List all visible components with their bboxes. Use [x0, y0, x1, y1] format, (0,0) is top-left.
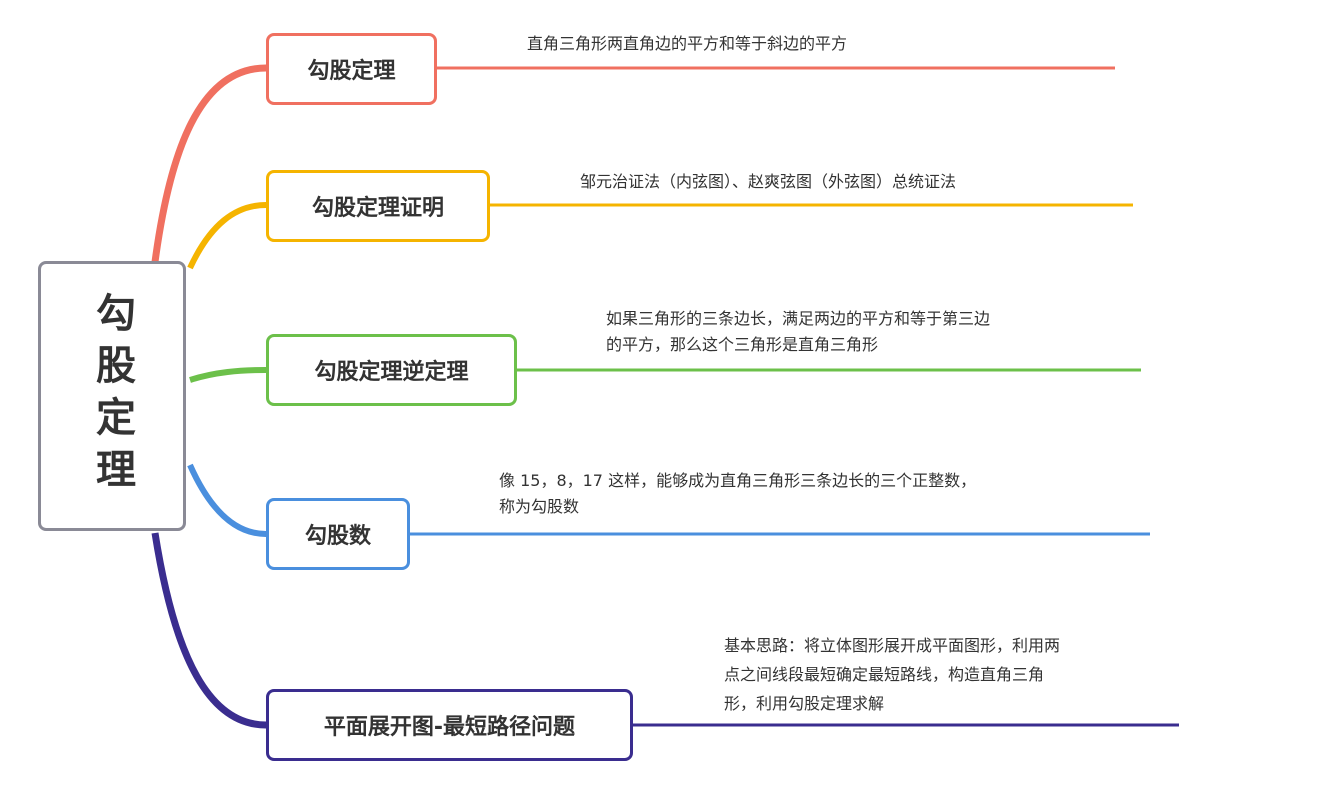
branch-label: 勾股定理 [307, 59, 396, 84]
note-shortest-path: 基本思路：将立体图形展开成平面图形，利用两 点之间线段最短确定最短路线，构造直角… [724, 636, 1061, 713]
connector-5 [151, 532, 267, 729]
connector-4 [187, 463, 267, 537]
branch-shortest-path[interactable]: 平面展开图-最短路径问题 [266, 689, 633, 761]
connector-2 [187, 202, 267, 270]
branch-label: 勾股定理证明 [311, 196, 444, 221]
branch-label: 勾股定理逆定理 [314, 360, 469, 385]
branch-label: 平面展开图-最短路径问题 [323, 715, 576, 740]
note-pythagorean-triples: 像 15，8，17 这样，能够成为直角三角形三条边长的三个正整数， 称为勾股数 [499, 471, 977, 516]
note-pythagorean-theorem: 直角三角形两直角边的平方和等于斜边的平方 [527, 34, 848, 53]
branch-label: 勾股数 [304, 524, 371, 549]
branch-proof[interactable]: 勾股定理证明 [266, 170, 490, 242]
connector-3 [189, 367, 267, 383]
root-topic[interactable]: 勾股定理 [38, 261, 186, 531]
note-proof: 邹元治证法（内弦图）、赵爽弦图（外弦图）总统证法 [580, 172, 957, 191]
branch-converse[interactable]: 勾股定理逆定理 [266, 334, 517, 406]
root-title: 勾股定理 [89, 292, 135, 500]
connector-1 [151, 64, 267, 263]
branch-pythagorean-triples[interactable]: 勾股数 [266, 498, 410, 570]
branch-pythagorean-theorem[interactable]: 勾股定理 [266, 33, 437, 105]
note-converse: 如果三角形的三条边长，满足两边的平方和等于第三边 的平方，那么这个三角形是直角三… [606, 309, 991, 354]
